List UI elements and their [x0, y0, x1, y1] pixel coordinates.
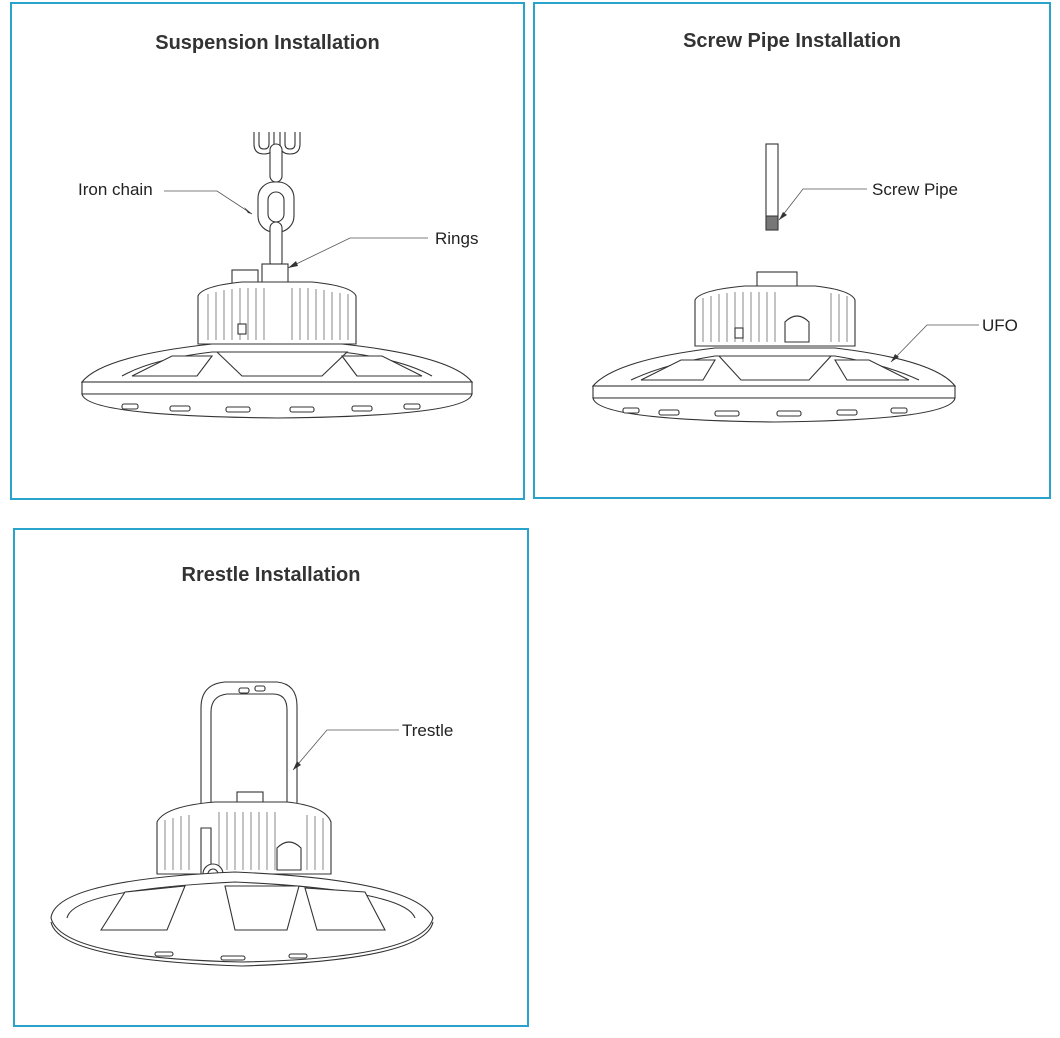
trestle-installation-panel: Rrestle Installation: [13, 528, 529, 1027]
screw-pipe-drawing: [765, 143, 779, 231]
ufo-lamp-drawing: [50, 791, 434, 967]
rings-label: Rings: [435, 229, 478, 248]
ufo-lamp-drawing: [591, 271, 957, 423]
screw-pipe-label: Screw Pipe: [872, 180, 958, 199]
screw-pipe-installation-panel: Screw Pipe Installation: [533, 2, 1051, 499]
trestle-label: Trestle: [402, 721, 453, 740]
screw-pipe-diagram: Screw Pipe UFO: [591, 143, 1018, 423]
ufo-label: UFO: [982, 316, 1018, 335]
iron-chain-drawing: [253, 132, 301, 269]
panel-title: Rrestle Installation: [181, 564, 361, 586]
iron-chain-label: Iron chain: [78, 180, 153, 199]
panel-title: Suspension Installation: [155, 32, 380, 54]
trestle-diagram: Trestle: [50, 681, 453, 967]
suspension-installation-panel: Suspension Installation: [10, 2, 525, 500]
suspension-diagram: Iron chain Rings: [78, 132, 478, 419]
ufo-lamp-drawing: [80, 263, 474, 419]
panel-title: Screw Pipe Installation: [683, 30, 901, 52]
